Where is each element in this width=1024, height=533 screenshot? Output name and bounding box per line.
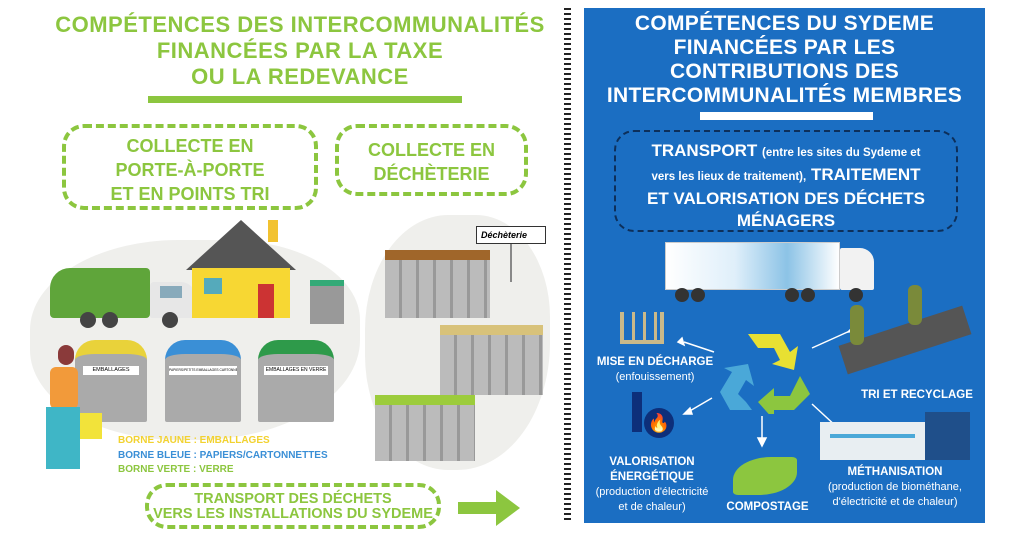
bin-label: EMBALLAGES EN VERRE xyxy=(264,366,328,375)
container-wood xyxy=(385,250,490,318)
sydeme-truck-illustration xyxy=(665,242,875,306)
transport-label: TRANSPORT xyxy=(651,141,758,160)
container-rubble xyxy=(440,325,543,395)
section-divider xyxy=(564,8,571,523)
label-title: MISE EN DÉCHARGE xyxy=(596,356,714,368)
arrow-right-icon xyxy=(458,490,520,526)
methanisation-plant-illustration xyxy=(820,412,970,462)
bin-label: EMBALLAGES xyxy=(83,366,139,375)
label-mise-en-decharge: MISE EN DÉCHARGE (enfouissement) xyxy=(590,355,720,385)
box-line: TRANSPORT DES DÉCHETS xyxy=(194,491,392,507)
box-collecte-decheterie: COLLECTE EN DÉCHÈTERIE xyxy=(335,124,528,196)
box-line: DÉCHÈTERIE xyxy=(373,164,490,184)
left-title-underline xyxy=(148,96,462,103)
house-illustration xyxy=(180,220,302,320)
label-detail: (production d'électricité xyxy=(595,486,709,498)
woman-illustration xyxy=(44,345,104,480)
garbage-truck-illustration xyxy=(50,268,198,332)
landfill-icon xyxy=(620,312,664,344)
label-title: TRI ET RECYCLAGE xyxy=(861,389,973,401)
transport-detail: vers les lieux de traitement), xyxy=(651,171,807,183)
transport-detail: (entre les sites du Sydeme et xyxy=(762,147,921,159)
box-line: ET VALORISATION DES DÉCHETS xyxy=(646,189,925,208)
box-line: PORTE-À-PORTE xyxy=(115,160,265,180)
label-title: MÉTHANISATION xyxy=(847,466,943,478)
wheelie-bin-illustration xyxy=(310,280,344,324)
right-title: COMPÉTENCES DU SYDEME FINANCÉES PAR LES … xyxy=(584,12,985,108)
borne-verte: EMBALLAGES EN VERRE xyxy=(258,340,334,422)
right-title-underline xyxy=(700,112,873,120)
title-line: COMPÉTENCES DES INTERCOMMUNALITÉS xyxy=(55,12,545,37)
legend-bleue: BORNE BLEUE : PAPIERS/CARTONNETTES xyxy=(118,449,328,461)
left-title: COMPÉTENCES DES INTERCOMMUNALITÉS FINANC… xyxy=(40,12,560,90)
decheterie-sign: Déchèterie xyxy=(476,226,546,244)
sign-post xyxy=(510,244,512,282)
box-sydeme-competences: TRANSPORT (entre les sites du Sydeme et … xyxy=(614,130,958,232)
title-line: CONTRIBUTIONS DES xyxy=(669,60,900,83)
recycle-icon xyxy=(720,334,810,414)
box-line: ET EN POINTS TRI xyxy=(110,184,270,204)
legend-verte: BORNE VERTE : VERRE xyxy=(118,464,234,475)
box-line: COLLECTE EN xyxy=(126,136,254,156)
sorting-center-illustration xyxy=(830,285,972,380)
label-title: COMPOSTAGE xyxy=(726,501,809,513)
title-line: INTERCOMMUNALITÉS MEMBRES xyxy=(606,84,963,107)
title-line: COMPÉTENCES DU SYDEME xyxy=(634,12,935,35)
box-line: COLLECTE EN xyxy=(367,140,495,160)
label-title: ÉNERGÉTIQUE xyxy=(610,471,694,483)
legend-jaune: BORNE JAUNE : EMBALLAGES xyxy=(118,435,270,446)
borne-bleue: PAPIERS/PETITS EMBALLAGES CARTONNÉS xyxy=(165,340,241,422)
label-valorisation-energetique: VALORISATION ÉNERGÉTIQUE (production d'é… xyxy=(582,455,722,515)
box-line: MÉNAGERS xyxy=(736,211,836,230)
box-transport: TRANSPORT DES DÉCHETS VERS LES INSTALLAT… xyxy=(145,483,441,529)
borne-jaune: EMBALLAGES xyxy=(75,340,147,422)
title-line: FINANCÉES PAR LA TAXE xyxy=(156,38,444,63)
label-detail: d'électricité et de chaleur) xyxy=(832,496,958,508)
label-detail: (production de biométhane, xyxy=(828,481,962,493)
decheterie-sign-text: Déchèterie xyxy=(481,230,528,240)
label-compostage: COMPOSTAGE xyxy=(715,500,820,515)
bin-label: PAPIERS/PETITS EMBALLAGES CARTONNÉS xyxy=(169,366,237,375)
box-line: VERS LES INSTALLATIONS DU SYDEME xyxy=(153,506,433,522)
label-title: VALORISATION xyxy=(609,456,695,468)
label-detail: et de chaleur) xyxy=(618,501,686,513)
traitement-label: TRAITEMENT xyxy=(810,165,921,184)
borne-legend: BORNE JAUNE : EMBALLAGES BORNE BLEUE : P… xyxy=(118,434,328,478)
container-green-waste xyxy=(375,395,475,461)
label-detail: (enfouissement) xyxy=(615,371,695,383)
energy-recovery-icon: 🔥 xyxy=(628,392,674,440)
label-tri-recyclage: TRI ET RECYCLAGE xyxy=(852,388,982,403)
label-methanisation: MÉTHANISATION (production de biométhane,… xyxy=(810,465,980,510)
title-line: OU LA REDEVANCE xyxy=(191,64,409,89)
box-collecte-porte-a-porte: COLLECTE EN PORTE-À-PORTE ET EN POINTS T… xyxy=(62,124,318,210)
title-line: FINANCÉES PAR LES xyxy=(673,36,896,59)
